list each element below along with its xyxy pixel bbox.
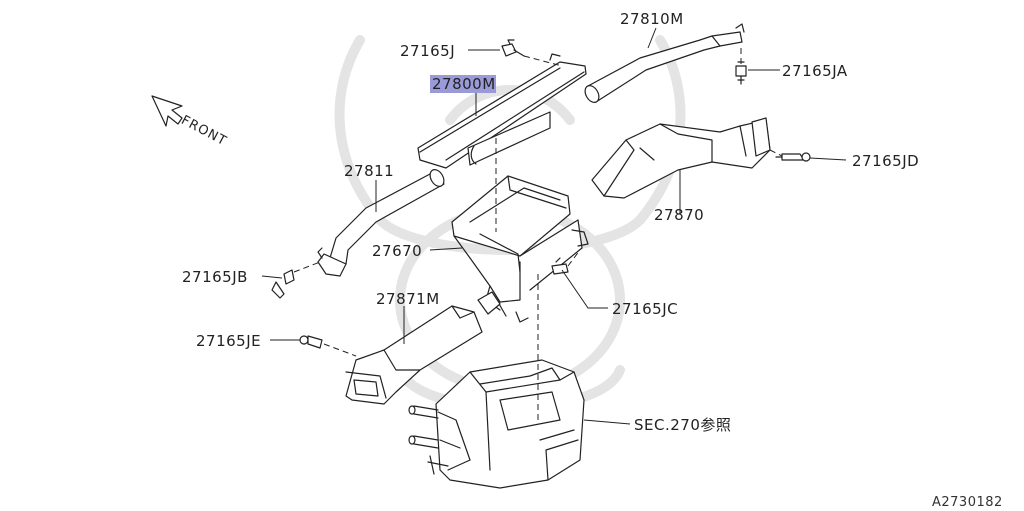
label-27165je: 27165JE: [196, 332, 262, 350]
screw-27165jb-icon: [272, 270, 294, 298]
label-27165j: 27165J: [400, 42, 456, 60]
label-27810m: 27810M: [620, 10, 684, 28]
nozzle-27800m: [418, 54, 586, 168]
label-sec270: SEC.270参照: [634, 416, 732, 434]
duct-27811: [318, 167, 447, 276]
screw-27165je-icon: [300, 336, 322, 348]
label-27165jb: 27165JB: [182, 268, 248, 286]
label-27871m: 27871M: [376, 290, 440, 308]
label-27165jd: 27165JD: [852, 152, 920, 170]
leader-lines: [261, 27, 847, 425]
front-arrow-icon: [152, 96, 182, 126]
label-27165ja: 27165JA: [782, 62, 848, 80]
duct-27870: [592, 118, 770, 198]
label-27800m-highlighted: 27800M: [430, 75, 496, 93]
screw-27165j-icon: [502, 40, 524, 56]
diagram-code: A2730182: [932, 495, 1003, 510]
heater-unit: [409, 360, 584, 488]
label-27670: 27670: [372, 242, 423, 260]
screw-27165jd-icon: [776, 153, 810, 161]
duct-27871m: [346, 292, 500, 404]
duct-27810m: [582, 24, 744, 105]
label-27870: 27870: [654, 206, 705, 224]
screw-27165jc-icon: [552, 258, 568, 274]
duct-housing-27670: [452, 176, 588, 322]
screw-27165ja-icon: [736, 62, 746, 84]
dashed-lines: [293, 48, 783, 420]
label-27811: 27811: [344, 162, 395, 180]
label-27165jc: 27165JC: [612, 300, 679, 318]
